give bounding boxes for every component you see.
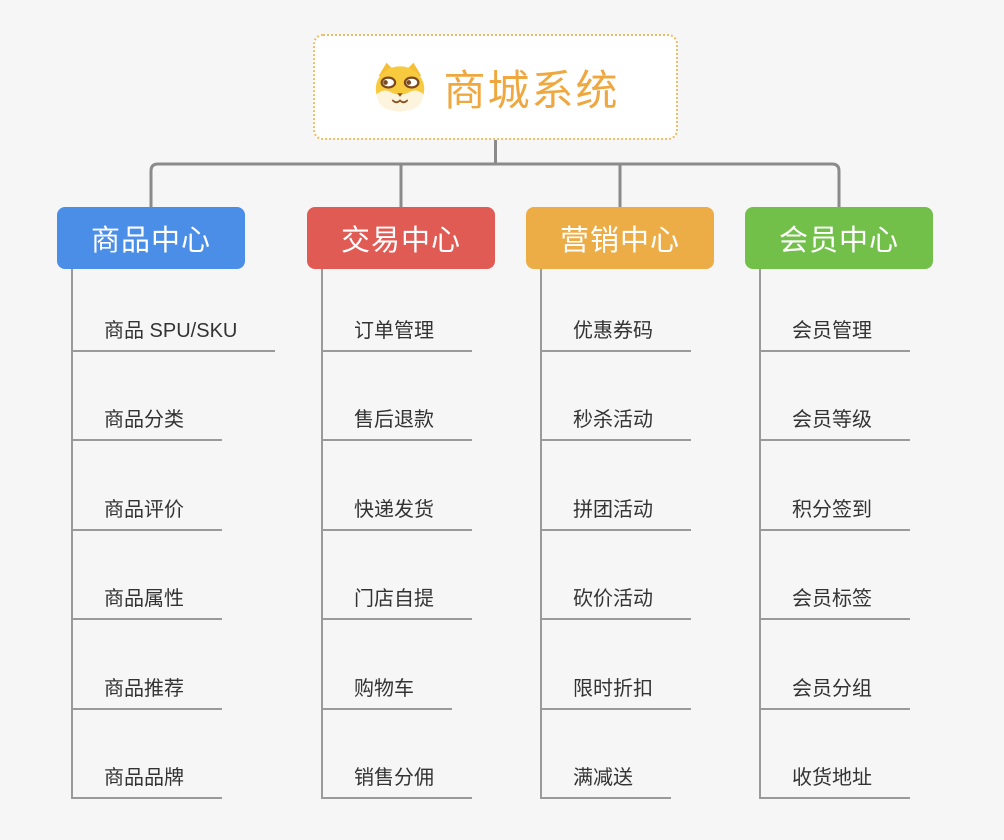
tree-item[interactable]: 购物车 (321, 674, 452, 710)
root-node[interactable]: 商城系统 (313, 34, 678, 140)
tree-item[interactable]: 商品分类 (71, 405, 222, 442)
branch-box[interactable]: 交易中心 (307, 207, 495, 269)
tree-item[interactable]: 会员等级 (759, 405, 910, 442)
tree-item[interactable]: 收货地址 (759, 763, 910, 799)
tree-item[interactable]: 门店自提 (321, 584, 472, 621)
tree-item[interactable]: 商品品牌 (71, 763, 222, 799)
tree-item[interactable]: 积分签到 (759, 495, 910, 531)
branch-box[interactable]: 商品中心 (57, 207, 245, 269)
tree-item[interactable]: 优惠券码 (540, 316, 691, 352)
tree-item[interactable]: 售后退款 (321, 405, 472, 442)
tree-item[interactable]: 商品推荐 (71, 674, 222, 710)
dog-icon (376, 62, 425, 112)
branch-label: 交易中心 (340, 225, 461, 257)
tree-item[interactable]: 商品评价 (71, 495, 222, 531)
branch-label: 营销中心 (559, 225, 680, 257)
tree-item[interactable]: 限时折扣 (540, 674, 691, 710)
root-title: 商城系统 (443, 66, 620, 114)
tree-item[interactable]: 秒杀活动 (540, 405, 691, 442)
tree-item[interactable]: 满减送 (540, 763, 671, 799)
branch-box[interactable]: 营销中心 (526, 207, 714, 269)
branch-label: 商品中心 (90, 225, 211, 257)
branch-box[interactable]: 会员中心 (745, 207, 933, 269)
tree-item[interactable]: 拼团活动 (540, 495, 691, 531)
tree-item[interactable]: 销售分佣 (321, 763, 472, 799)
tree-item[interactable]: 商品 SPU/SKU (71, 316, 276, 352)
tree-item[interactable]: 快递发货 (321, 495, 472, 531)
tree-item[interactable]: 砍价活动 (540, 584, 691, 621)
branch-label: 会员中心 (778, 225, 899, 257)
tree-item[interactable]: 会员分组 (759, 674, 910, 710)
tree-item[interactable]: 商品属性 (71, 584, 222, 621)
tree-item[interactable]: 会员管理 (759, 316, 910, 352)
tree-item[interactable]: 订单管理 (321, 316, 472, 352)
tree-item[interactable]: 会员标签 (759, 584, 910, 621)
